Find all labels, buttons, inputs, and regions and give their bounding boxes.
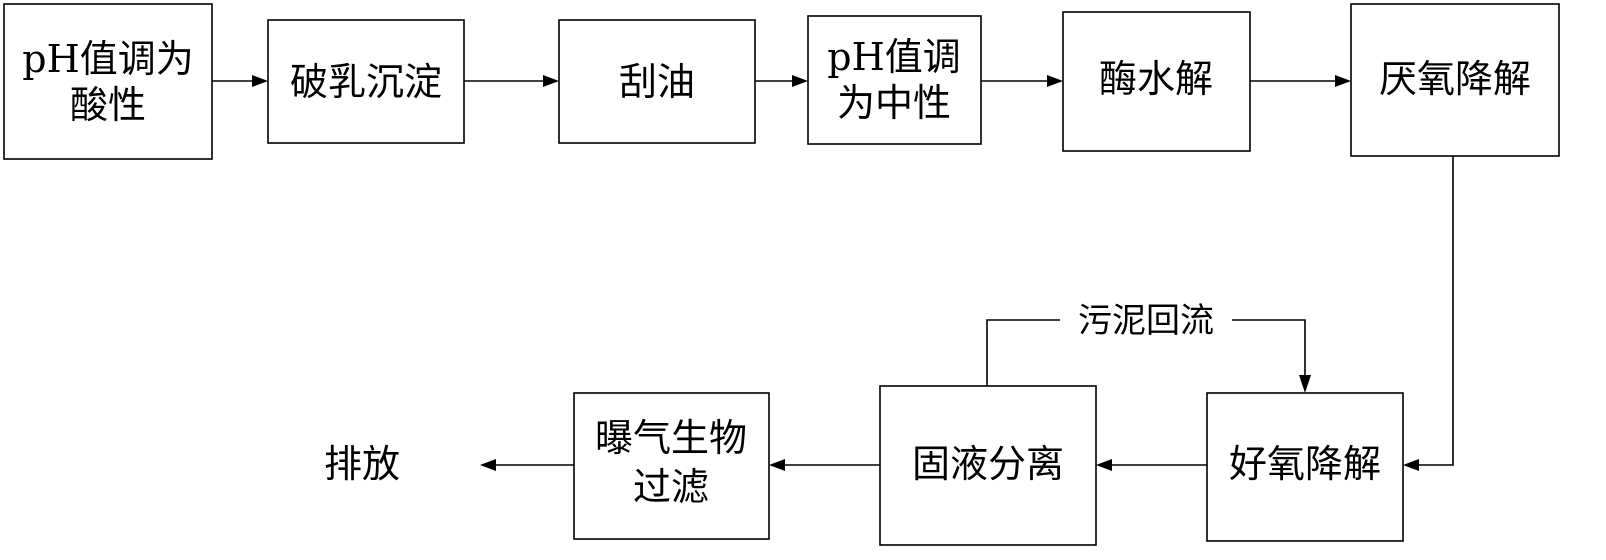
arrowhead-1 — [252, 75, 268, 87]
box-demulsify — [267, 19, 465, 144]
box-anaerobic — [1350, 3, 1560, 157]
arrowhead-sludge-return — [1299, 375, 1311, 393]
label-ph-acid-1: pH值调为 — [22, 37, 193, 81]
label-skim: 刮油 — [619, 60, 695, 104]
label-baf-2: 过滤 — [633, 465, 709, 509]
label-demulsify: 破乳沉淀 — [290, 60, 442, 104]
arrowhead-to-separation — [1096, 459, 1112, 471]
sludge-return-line-right — [1232, 319, 1306, 377]
arrowhead-5 — [1335, 75, 1351, 87]
box-skim — [558, 19, 756, 144]
box-baf — [573, 392, 770, 540]
label-enzyme: 酶水解 — [1099, 57, 1213, 101]
arrowhead-2 — [543, 75, 559, 87]
label-ph-neutral-2: 为中性 — [837, 81, 951, 125]
box-ph-neutral — [807, 15, 982, 145]
label-discharge: 排放 — [324, 442, 400, 486]
box-separation — [879, 385, 1097, 546]
label-separation: 固液分离 — [912, 442, 1064, 486]
label-ph-neutral-1: pH值调 — [827, 35, 960, 79]
arrowhead-3 — [792, 75, 808, 87]
connector-anaerobic-to-aerobic — [1413, 156, 1454, 466]
label-baf-1: 曝气生物 — [595, 416, 747, 460]
label-sludge-return: 污泥回流 — [1078, 301, 1214, 341]
arrowhead-to-discharge — [480, 459, 496, 471]
box-enzyme — [1062, 11, 1251, 152]
box-ph-acid — [3, 3, 213, 160]
sludge-return-line-left — [986, 319, 1060, 386]
label-anaerobic: 厌氧降解 — [1379, 57, 1531, 101]
label-aerobic: 好氧降解 — [1229, 442, 1381, 486]
arrowhead-to-baf — [769, 459, 785, 471]
label-ph-acid-2: 酸性 — [70, 83, 146, 127]
arrowhead-4 — [1047, 75, 1063, 87]
arrowhead-to-aerobic — [1403, 459, 1419, 471]
